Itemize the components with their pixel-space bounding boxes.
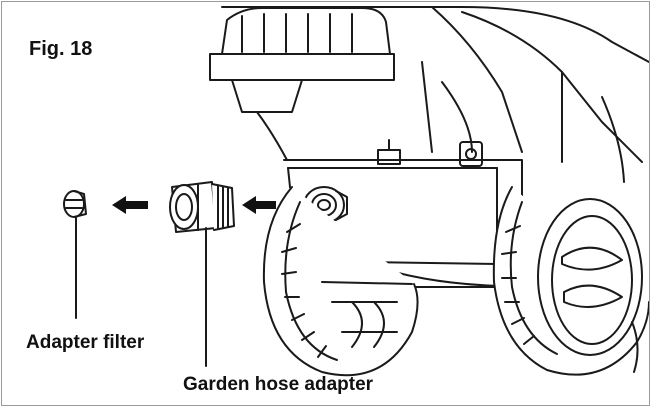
garden-hose-adapter (169, 181, 235, 233)
left-wheel (262, 186, 419, 377)
top-grille (209, 7, 395, 113)
adapter-filter (63, 190, 87, 218)
left-arrow-icon (112, 196, 148, 214)
adapter-filter-label: Adapter filter (26, 332, 145, 353)
right-wheel (492, 186, 649, 376)
garden-hose-adapter-label: Garden hose adapter (183, 374, 374, 395)
left-arrow-icon (242, 196, 276, 214)
figure-label: Fig. 18 (29, 38, 93, 60)
